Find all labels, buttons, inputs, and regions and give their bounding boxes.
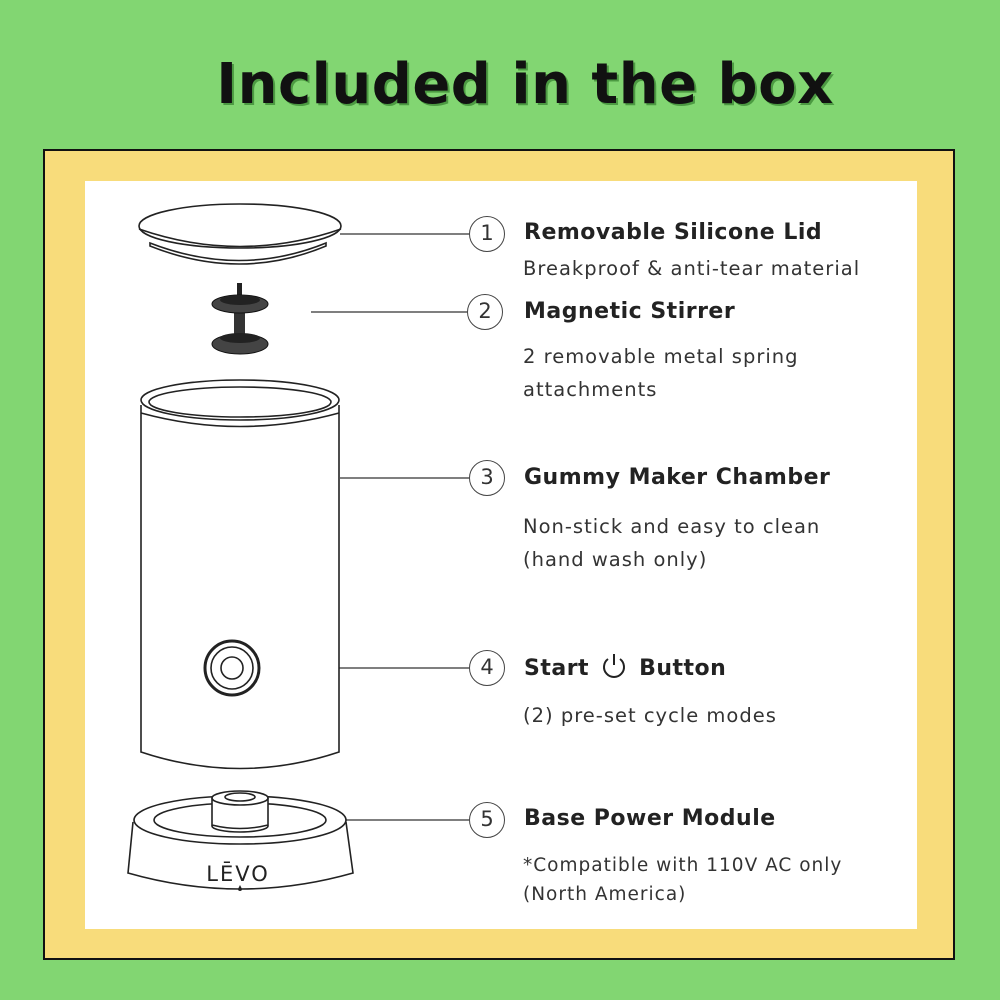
chamber-drawing <box>140 379 340 770</box>
number-badge: 5 <box>469 802 505 838</box>
item-label: Start Button <box>524 654 726 684</box>
lid-drawing <box>138 203 342 265</box>
item-label: Base Power Module <box>524 806 776 831</box>
item-description: Non-stick and easy to clean <box>523 515 821 538</box>
stirrer-drawing <box>211 283 269 355</box>
number-badge: 2 <box>467 294 503 330</box>
label-button: Button <box>639 656 727 681</box>
item-description: 2 removable metal spring <box>523 345 799 368</box>
item-description: Breakproof & anti-tear material <box>523 257 861 280</box>
item-label: Gummy Maker Chamber <box>524 465 831 490</box>
power-icon <box>599 651 629 681</box>
page-title: Included in the box <box>216 52 834 117</box>
item-description: *Compatible with 110V AC only <box>523 855 843 876</box>
item-description: attachments <box>523 378 658 401</box>
item-label: Magnetic Stirrer <box>524 299 736 324</box>
item-label: Removable Silicone Lid <box>524 220 823 245</box>
number-badge: 4 <box>469 650 505 686</box>
base-drawing <box>127 790 354 890</box>
brand-logo: LĒVO <box>206 861 270 886</box>
item-description: (2) pre-set cycle modes <box>523 704 777 727</box>
item-description: (hand wash only) <box>523 548 708 571</box>
label-start: Start <box>524 656 590 681</box>
number-badge: 1 <box>469 216 505 252</box>
number-badge: 3 <box>469 460 505 496</box>
item-description: (North America) <box>523 884 687 905</box>
